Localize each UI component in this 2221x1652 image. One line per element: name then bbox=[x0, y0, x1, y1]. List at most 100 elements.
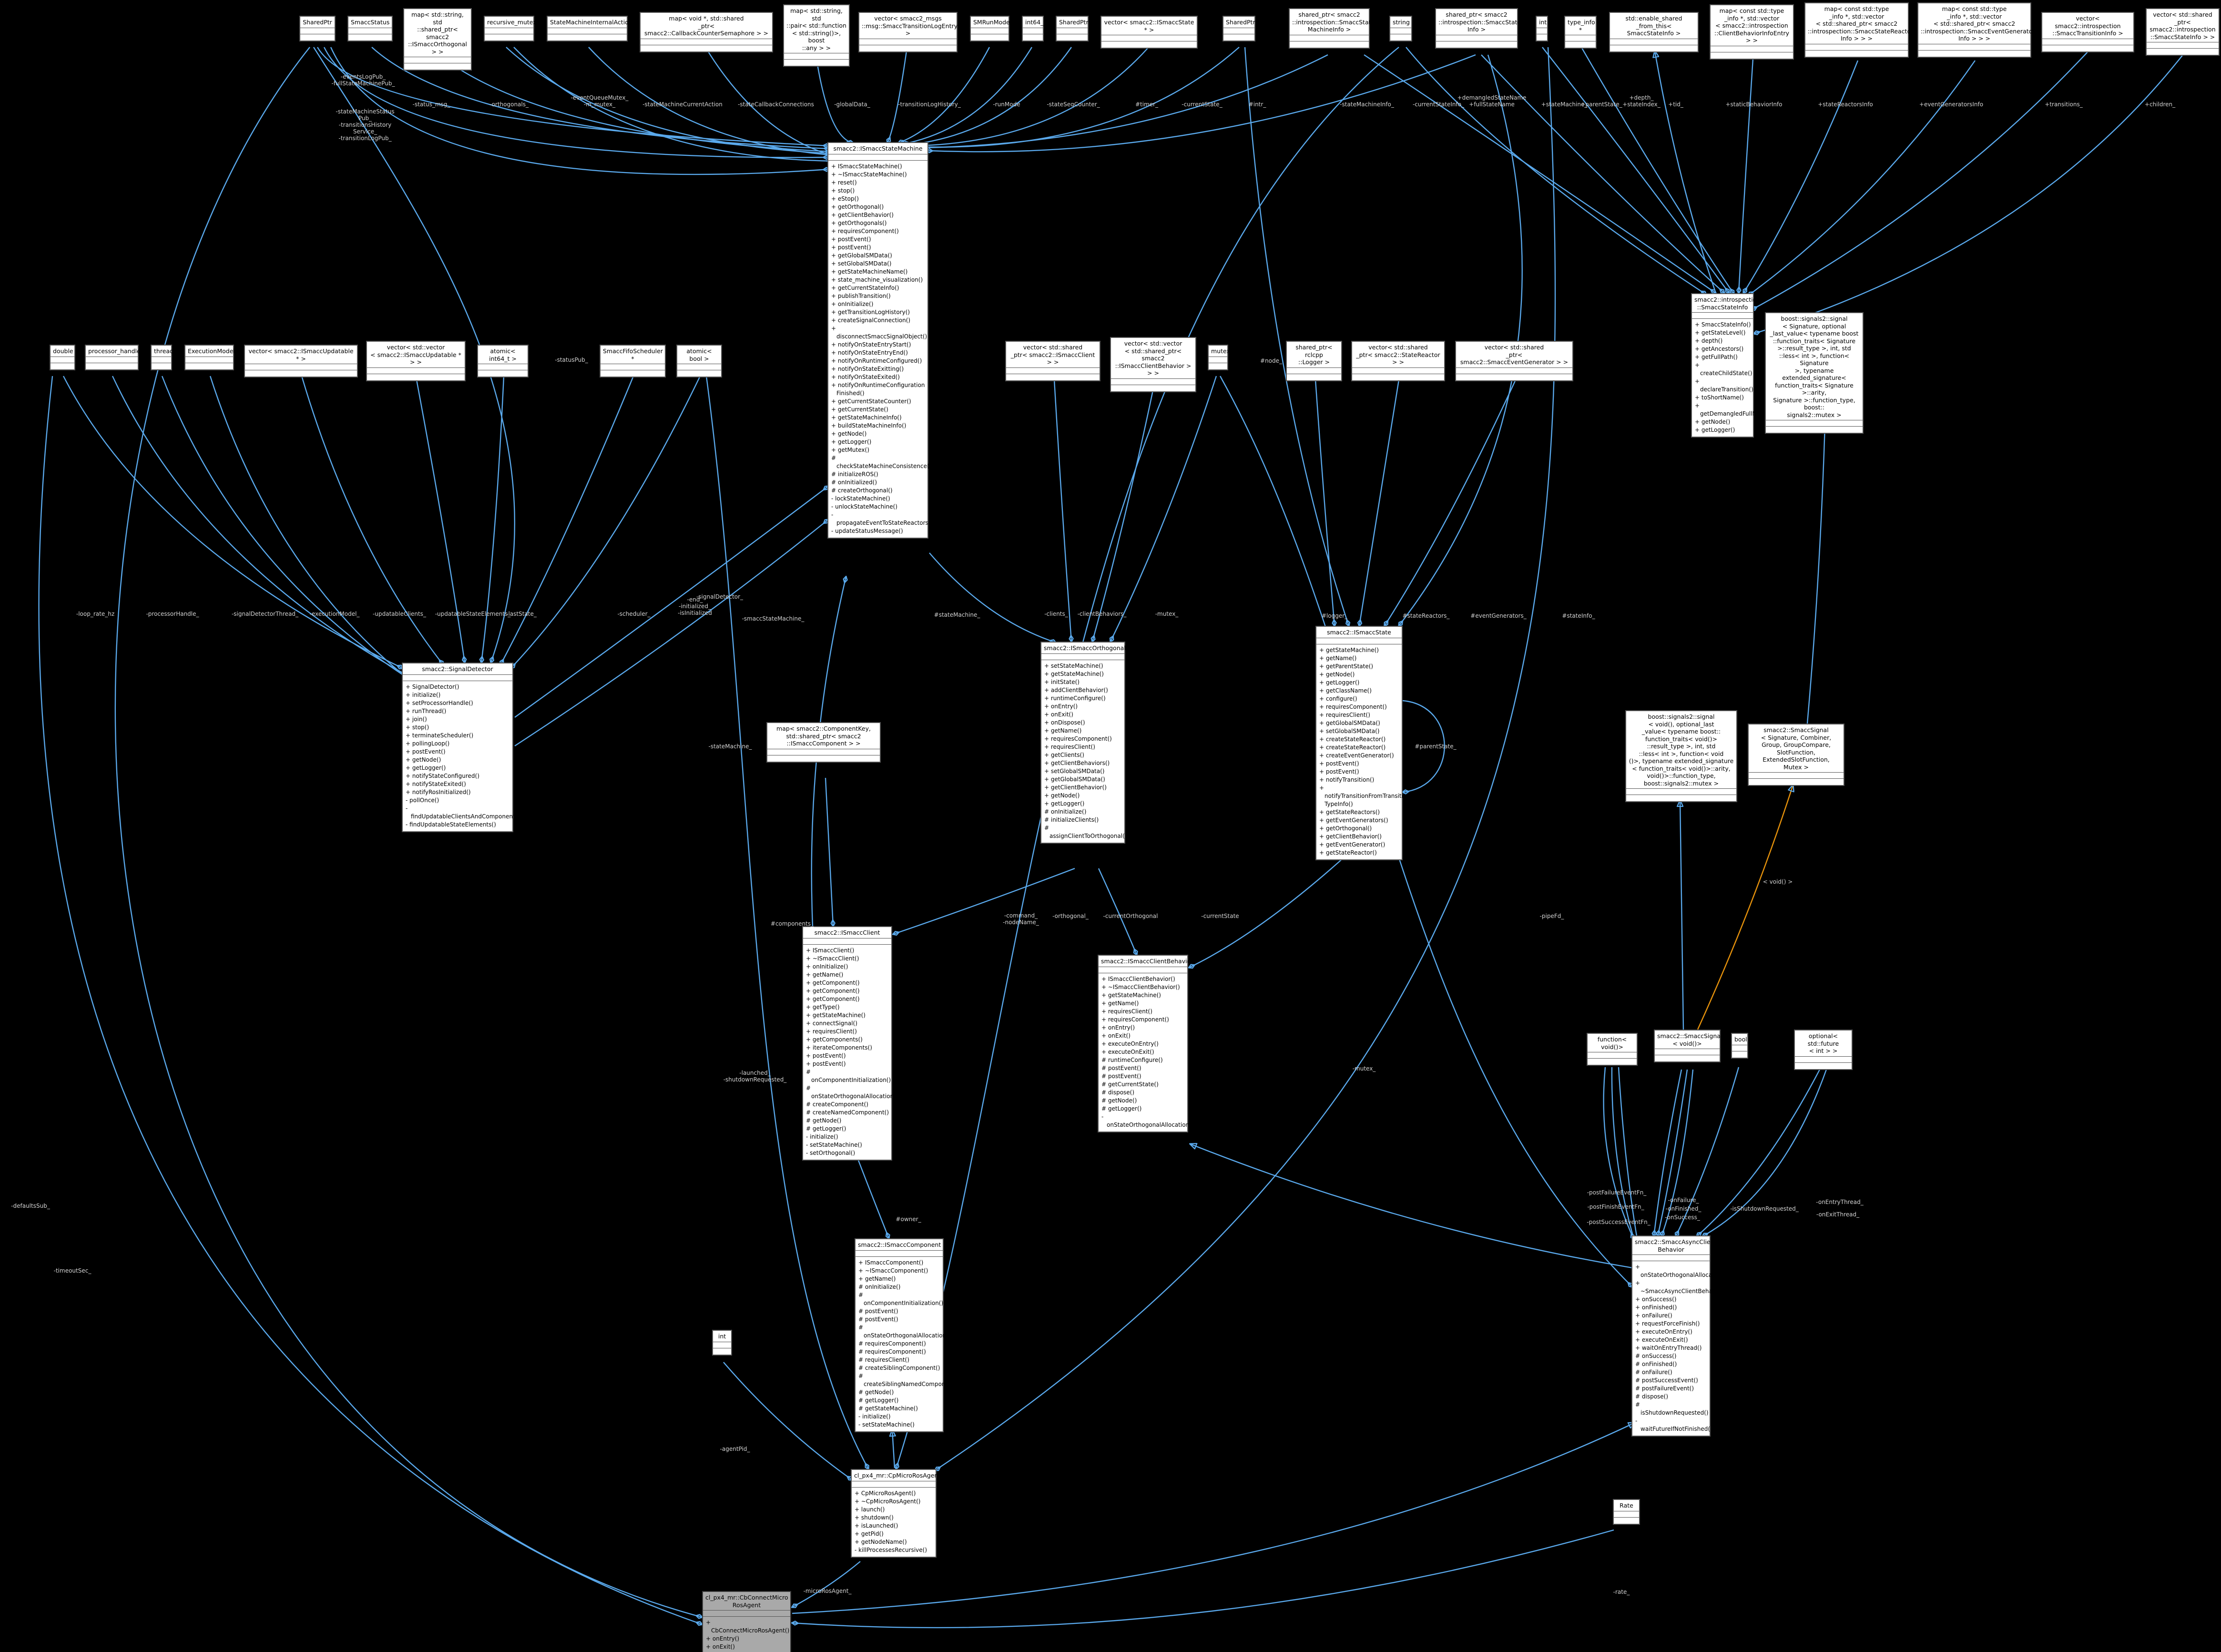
class-node-recursive-mutex[interactable]: recursive_mutex bbox=[484, 16, 537, 41]
class-node-smaccfifoscheduler[interactable]: SmaccFifoScheduler * bbox=[600, 345, 666, 377]
member: + initialize() bbox=[406, 691, 441, 698]
class-node-boost-signal-mid[interactable]: boost::signals2::signal < void(), option… bbox=[1625, 710, 1737, 802]
class-node-cbconnectmicrorosagent[interactable]: cl_px4_mr::CbConnectMicro RosAgent+ CbCo… bbox=[702, 1591, 791, 1652]
class-node-ismaccstate[interactable]: smacc2::ISmaccState+ getStateMachine()+ … bbox=[1315, 626, 1410, 860]
methods-compartment bbox=[245, 370, 357, 377]
edge-label: -mutex_ bbox=[1155, 611, 1179, 617]
class-node-vector-vv-clientbehavior[interactable]: vector< std::vector < std::shared_ptr< s… bbox=[1110, 337, 1196, 392]
association-edge bbox=[903, 47, 1033, 144]
class-title: ExecutionModel bbox=[185, 346, 235, 357]
methods-compartment bbox=[548, 34, 627, 41]
association-edge bbox=[707, 51, 839, 157]
member: # assignClientToOrthogonal() bbox=[1044, 824, 1127, 839]
class-node-sp-statemachineinfo[interactable]: shared_ptr< smacc2 ::introspection::Smac… bbox=[1289, 8, 1375, 49]
class-node-int-top[interactable]: int bbox=[1536, 16, 1548, 41]
class-node-smaccstateinfo[interactable]: smacc2::introspection ::SmaccStateInfo+ … bbox=[1691, 293, 1773, 438]
member: + getName() bbox=[1101, 999, 1139, 1007]
edge-label: -signalDetectorThread_ bbox=[231, 611, 299, 617]
class-node-sp-stateinfo[interactable]: shared_ptr< smacc2 ::introspection::Smac… bbox=[1435, 8, 1521, 49]
class-node-map-statereactorinfo[interactable]: map< const std::type _info *, std::vecto… bbox=[1804, 2, 1913, 58]
class-node-vector-ismaccstate[interactable]: vector< smacc2::ISmaccState * > bbox=[1100, 16, 1198, 49]
class-node-map-componentkey[interactable]: map< smacc2::ComponentKey, std::shared_p… bbox=[766, 722, 881, 763]
class-node-optional-future[interactable]: optional< std::future < int > > bbox=[1794, 1030, 1853, 1070]
class-node-sharedptr2[interactable]: SharedPtr bbox=[1056, 16, 1089, 41]
class-title: smacc2::ISmaccComponent bbox=[856, 1239, 943, 1251]
member: - initialize() bbox=[806, 1133, 838, 1140]
member: + onDispose() bbox=[1044, 719, 1085, 726]
class-node-mutex[interactable]: mutex bbox=[1208, 345, 1230, 370]
class-node-function-void[interactable]: function< void()> bbox=[1587, 1033, 1638, 1066]
class-node-sharedptr3[interactable]: SharedPtr bbox=[1223, 16, 1255, 41]
member: + getClientBehavior() bbox=[1319, 833, 1382, 840]
class-node-ismacccomponent[interactable]: smacc2::ISmaccComponent+ ISmaccComponent… bbox=[855, 1238, 959, 1432]
class-title: smacc2::ISmaccClientBehavior bbox=[1099, 956, 1193, 967]
member: + getClassName() bbox=[1319, 687, 1372, 694]
class-node-map-clientbehaviorinfo[interactable]: map< const std::type _info *, std::vecto… bbox=[1710, 4, 1794, 60]
member: + notifyOnRuntimeConfigured() bbox=[831, 357, 922, 364]
class-node-map-eventgeneratorinfo[interactable]: map< const std::type _info *, std::vecto… bbox=[1917, 2, 2035, 58]
class-node-ismaccclient[interactable]: smacc2::ISmaccClient+ ISmaccClient()+ ~I… bbox=[802, 926, 898, 1161]
class-node-smaccsignal-void[interactable]: smacc2::SmaccSignal < void()> bbox=[1654, 1030, 1722, 1062]
member: + CbConnectMicroRosAgent() bbox=[706, 1619, 790, 1634]
class-title: recursive_mutex bbox=[485, 17, 537, 28]
class-node-sp-logger[interactable]: shared_ptr< rclcpp ::Logger > bbox=[1286, 341, 1342, 381]
class-node-thread[interactable]: thread bbox=[151, 345, 173, 370]
class-node-vector-sp-client[interactable]: vector< std::shared _ptr< smacc2::ISmacc… bbox=[1005, 341, 1100, 381]
class-node-atomic-int64[interactable]: atomic< int64_t > bbox=[477, 345, 529, 377]
class-node-vector-transitionlogentry[interactable]: vector< smacc2_msgs ::msg::SmaccTransiti… bbox=[858, 12, 958, 52]
class-node-enable-shared[interactable]: std::enable_shared _from_this< SmaccStat… bbox=[1609, 12, 1699, 52]
class-node-vector-sp-statereactor[interactable]: vector< std::shared _ptr< smacc2::StateR… bbox=[1351, 341, 1445, 381]
class-node-map-callbackcountersemaphore[interactable]: map< void *, std::shared _ptr< smacc2::C… bbox=[640, 12, 773, 52]
class-node-smrunmode[interactable]: SMRunMode bbox=[970, 16, 1010, 41]
association-edge bbox=[1618, 1067, 1641, 1263]
class-node-vector-vector-updatable[interactable]: vector< std::vector < smacc2::ISmaccUpda… bbox=[366, 341, 466, 381]
association-edge bbox=[1743, 60, 1859, 293]
class-node-smaccasyncclientbehavior[interactable]: smacc2::SmaccAsyncClient Behavior+ onSta… bbox=[1631, 1235, 1728, 1437]
association-edge bbox=[1053, 379, 1071, 642]
class-node-smaccstatus[interactable]: SmaccStatus bbox=[347, 16, 393, 41]
association-edge bbox=[1314, 379, 1335, 626]
member: + getStateMachineName() bbox=[831, 268, 908, 275]
class-node-string[interactable]: string bbox=[1389, 16, 1412, 41]
class-node-cpmicrorosagent[interactable]: cl_px4_mr::CpMicroRosAgent+ CpMicroRosAg… bbox=[851, 1469, 940, 1558]
class-node-rate[interactable]: Rate bbox=[1613, 1499, 1640, 1525]
attributes-compartment bbox=[852, 1481, 936, 1488]
class-node-bool[interactable]: bool bbox=[1731, 1033, 1748, 1059]
member: + getComponent() bbox=[806, 995, 860, 1002]
member: + onFinished() bbox=[1635, 1304, 1677, 1311]
class-node-int64t[interactable]: int64_t bbox=[1022, 16, 1046, 41]
member: + postEvent() bbox=[806, 1060, 846, 1067]
methods-compartment bbox=[300, 34, 335, 41]
class-node-processor-handle[interactable]: processor_handle bbox=[85, 345, 141, 370]
class-node-map-globaldata[interactable]: map< std::string, std ::pair< std::funct… bbox=[783, 4, 850, 67]
class-node-double[interactable]: double bbox=[50, 345, 75, 370]
methods-compartment bbox=[1111, 385, 1195, 391]
association-edge bbox=[929, 552, 1056, 642]
class-node-statemachineinternalaction[interactable]: StateMachineInternalAction bbox=[547, 16, 632, 41]
class-node-vector-sp-eventgenerator[interactable]: vector< std::shared _ptr< smacc2::SmaccE… bbox=[1455, 341, 1573, 381]
edge-label: +children_ bbox=[2144, 101, 2176, 108]
class-node-ismaccclientbehavior[interactable]: smacc2::ISmaccClientBehavior+ ISmaccClie… bbox=[1098, 955, 1194, 1132]
edge-label: -onExitThread_ bbox=[1816, 1211, 1860, 1218]
class-node-vector-transitioninfo[interactable]: vector< smacc2::introspection ::SmaccTra… bbox=[2041, 12, 2134, 52]
class-node-signaldetector[interactable]: smacc2::SignalDetector+ SignalDetector()… bbox=[402, 663, 522, 832]
class-node-sharedptr1[interactable]: SharedPtr bbox=[299, 16, 336, 41]
class-node-ismaccstatemachine[interactable]: smacc2::ISmaccStateMachine+ ISmaccStateM… bbox=[827, 142, 933, 539]
class-node-executionmodel[interactable]: ExecutionModel bbox=[184, 345, 235, 370]
member: + requiresComponent() bbox=[831, 227, 899, 235]
edge-label: #stateInfo_ bbox=[1562, 612, 1595, 619]
class-node-map-orthogonals[interactable]: map< std::string, std ::shared_ptr< smac… bbox=[403, 8, 472, 71]
class-node-boost-signal-right[interactable]: boost::signals2::signal < Signature, opt… bbox=[1765, 312, 1864, 434]
class-node-atomic-bool[interactable]: atomic< bool > bbox=[676, 345, 722, 377]
attributes-compartment bbox=[828, 154, 927, 161]
class-title: smacc2::SignalDetector bbox=[403, 663, 512, 675]
class-node-vector-sp-stateinfo[interactable]: vector< std::shared _ptr< smacc2::intros… bbox=[2146, 8, 2220, 56]
class-title: smacc2::SmaccAsyncClient Behavior bbox=[1632, 1236, 1716, 1255]
class-node-ismaccorthogonal[interactable]: smacc2::ISmaccOrthogonal+ setStateMachin… bbox=[1040, 642, 1127, 844]
member: + ~ISmaccClientBehavior() bbox=[1101, 983, 1180, 990]
class-node-int-small[interactable]: int bbox=[712, 1330, 732, 1356]
class-node-smaccsignal-generic[interactable]: smacc2::SmaccSignal < Signature, Combine… bbox=[1748, 724, 1844, 786]
class-node-typeinfo[interactable]: type_info * bbox=[1564, 16, 1597, 49]
class-node-vector-updatable[interactable]: vector< smacc2::ISmaccUpdatable * > bbox=[244, 345, 358, 377]
